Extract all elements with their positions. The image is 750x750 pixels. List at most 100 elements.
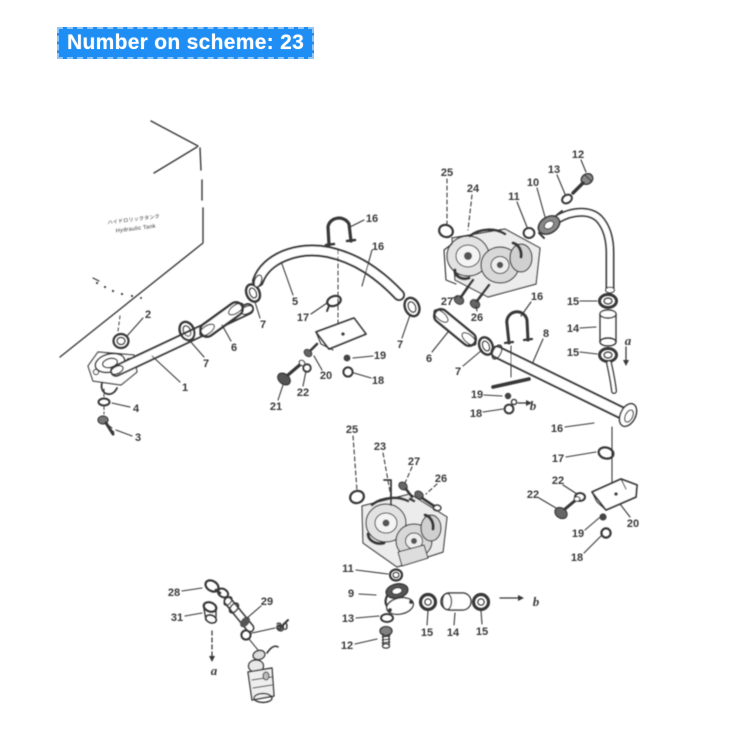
view-letter-a: a xyxy=(211,663,218,678)
callout-18: 18 xyxy=(372,375,384,387)
callout-9: 9 xyxy=(348,588,354,600)
hose-5 xyxy=(252,244,405,301)
callout-24: 24 xyxy=(467,183,480,195)
leader-line xyxy=(451,296,458,299)
callout-12: 12 xyxy=(572,149,584,161)
leader-line xyxy=(579,326,597,329)
sleeve-14 xyxy=(440,592,472,611)
callout-22: 22 xyxy=(297,387,309,399)
callout-15: 15 xyxy=(567,296,579,308)
leader-line xyxy=(277,384,284,401)
clamp-17-left xyxy=(326,294,342,312)
leader-line xyxy=(565,451,597,458)
callout-22: 22 xyxy=(527,489,539,501)
o-ring-2 xyxy=(112,332,130,350)
view-arrowhead xyxy=(526,400,532,406)
leader-line xyxy=(246,605,262,619)
callout-28: 28 xyxy=(168,587,180,599)
speckles xyxy=(95,281,142,299)
leader-line xyxy=(483,394,503,397)
leader-line xyxy=(355,569,389,575)
callout-11: 11 xyxy=(342,563,354,575)
callout-16: 16 xyxy=(551,423,563,435)
callout-21: 21 xyxy=(270,401,282,413)
view-arrowhead xyxy=(623,360,629,366)
hose-joint-right xyxy=(403,296,495,356)
leader-line xyxy=(189,340,205,358)
callout-14: 14 xyxy=(567,323,580,335)
callout-30: 30 xyxy=(276,621,288,633)
callout-13: 13 xyxy=(342,613,354,625)
callout-18: 18 xyxy=(470,408,482,420)
leader-line xyxy=(520,301,532,317)
washer-19-pipe8 xyxy=(504,392,512,400)
callout-3: 3 xyxy=(135,432,141,444)
leader-line xyxy=(584,517,600,531)
callout-25: 25 xyxy=(441,167,453,179)
leader-line xyxy=(480,610,483,625)
callout-7: 7 xyxy=(455,366,461,378)
leader-line xyxy=(580,159,587,173)
callouts-layer: 2143767517161676727262524111013121514158… xyxy=(111,149,639,678)
callout-14: 14 xyxy=(447,627,460,639)
callout-20: 20 xyxy=(320,370,332,382)
callout-2: 2 xyxy=(145,309,151,321)
leader-line xyxy=(310,302,328,315)
callout-16: 16 xyxy=(372,241,384,253)
callout-19: 19 xyxy=(572,528,584,540)
leader-line xyxy=(462,349,483,367)
callout-15: 15 xyxy=(567,347,579,359)
washer-13-upper xyxy=(561,193,573,205)
view-letter-b: b xyxy=(530,398,537,413)
callout-26: 26 xyxy=(435,473,447,485)
o-ring-11-lower xyxy=(388,568,404,582)
callout-5: 5 xyxy=(292,296,298,308)
leader-line xyxy=(426,610,429,626)
leader-line xyxy=(184,612,203,617)
bottom-fittings xyxy=(379,568,491,649)
callout-23: 23 xyxy=(374,441,386,453)
bottom-left-chain xyxy=(202,579,289,704)
callout-22: 22 xyxy=(552,475,564,487)
leader-line xyxy=(115,429,133,437)
callout-7: 7 xyxy=(203,358,209,370)
leader-line xyxy=(401,314,411,339)
clamp-17-right xyxy=(597,446,615,460)
view-arrowhead xyxy=(518,595,524,601)
leader-line xyxy=(151,355,181,383)
leader-line xyxy=(349,219,365,228)
plug-18-pipe8 xyxy=(503,403,515,415)
tank-label-en: Hydraulic Tank xyxy=(116,224,157,235)
leader-line xyxy=(352,435,358,492)
leader-line xyxy=(425,483,438,495)
plug-18-right xyxy=(600,527,612,539)
leader-line xyxy=(619,503,631,518)
scheme-number-banner: Number on scheme: 23 xyxy=(57,27,315,59)
leader-line xyxy=(482,408,504,413)
lower-pump-23 xyxy=(349,479,448,568)
pipe-8 xyxy=(490,344,638,428)
callout-20: 20 xyxy=(627,518,639,530)
callout-8: 8 xyxy=(543,328,549,340)
upper-pump-24 xyxy=(438,223,541,309)
leader-line xyxy=(431,331,449,353)
leader-line xyxy=(352,355,374,359)
o-ring-11-upper xyxy=(522,227,536,239)
callout-29: 29 xyxy=(261,596,273,608)
hose-joint-left xyxy=(178,283,262,342)
leader-line xyxy=(516,201,528,228)
callout-1: 1 xyxy=(182,382,188,394)
bolt-12-lower xyxy=(379,625,393,637)
callout-7: 7 xyxy=(260,319,266,331)
hydraulic-tank: ハイドロリックタンク Hydraulic Tank xyxy=(59,120,204,358)
callout-26: 26 xyxy=(471,312,483,324)
tank-outlet-dash xyxy=(117,315,121,332)
washer-13-lower xyxy=(380,613,394,623)
callout-16: 16 xyxy=(366,213,378,225)
leader-line xyxy=(583,535,602,554)
valve-assembly xyxy=(247,649,275,704)
callout-15: 15 xyxy=(476,626,488,638)
leader-line xyxy=(556,174,566,195)
leader-line xyxy=(281,263,294,296)
leader-line xyxy=(564,422,595,428)
